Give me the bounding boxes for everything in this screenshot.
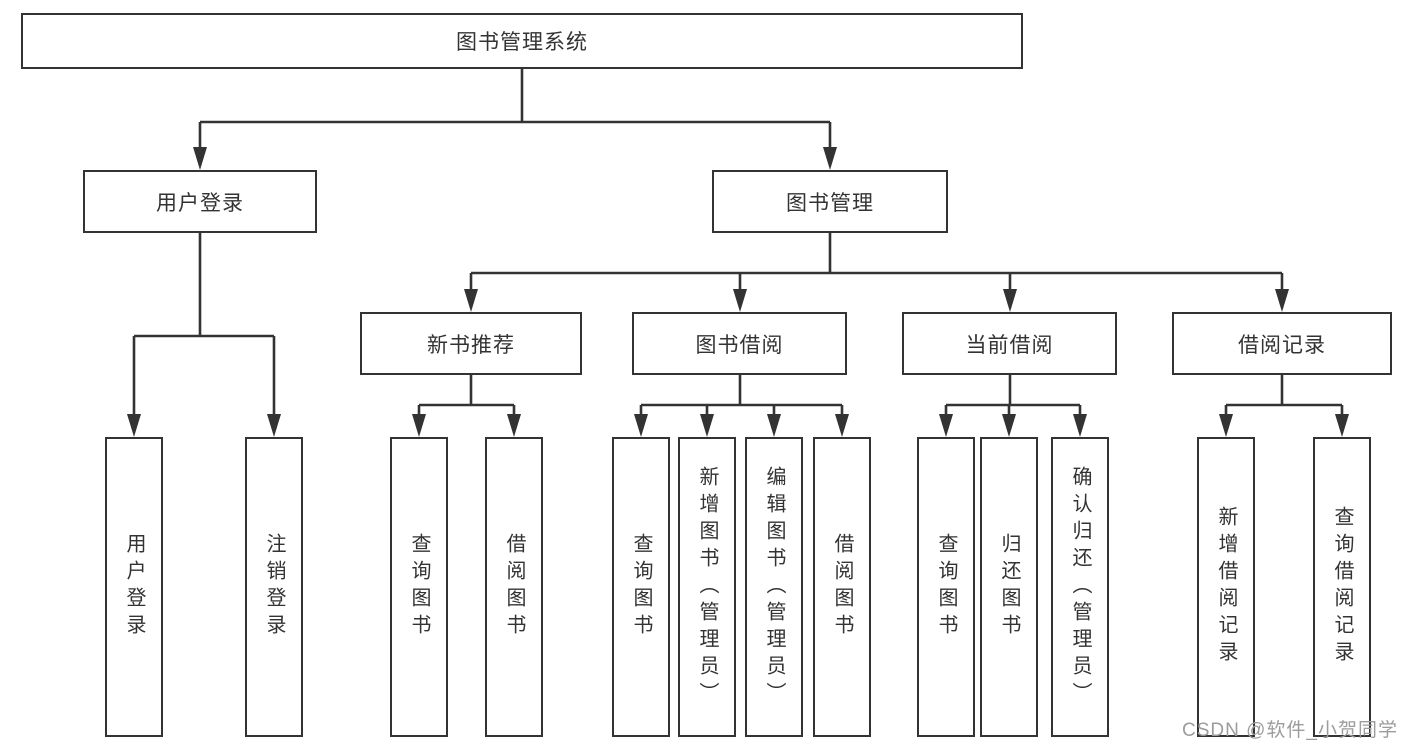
leaf-recommend-borrow-books: 借阅图书 [485,437,543,737]
leaf-confirm-return-admin: 确认归还（管理员） [1051,437,1109,737]
arrowhead-icon [267,414,281,437]
node-label: 注销登录 [263,533,285,641]
connector-lines [132,69,1344,417]
node-label: 查询借阅记录 [1331,506,1353,668]
watermark: CSDN @软件_小贺同学 [1182,720,1398,741]
leaf-add-books-admin: 新增图书（管理员） [678,437,736,737]
node-label: 用户登录 [156,191,244,215]
arrowhead-icon [127,414,141,437]
node-label: 图书借阅 [695,333,784,357]
leaf-logout: 注销登录 [245,437,303,737]
node-current-borrow: 当前借阅 [902,312,1117,375]
node-user-login: 用户登录 [83,170,317,233]
node-borrow-records: 借阅记录 [1172,312,1392,375]
leaf-recommend-query-books: 查询图书 [390,437,448,737]
arrowhead-icon [1219,414,1233,437]
leaf-borrow-query-books: 查询图书 [612,437,670,737]
arrowhead-icon [1073,414,1087,437]
leaf-user-login: 用户登录 [105,437,163,737]
arrowhead-icon [1275,289,1289,312]
arrowhead-icon [767,414,781,437]
node-book-management: 图书管理 [712,170,948,233]
leaf-edit-books-admin: 编辑图书（管理员） [745,437,803,737]
arrowhead-icon [1002,414,1016,437]
node-label: 当前借阅 [965,333,1054,357]
arrowhead-icon [700,414,714,437]
leaf-borrow-books: 借阅图书 [813,437,871,737]
arrowhead-icon [835,414,849,437]
arrowhead-icon [823,147,837,170]
leaf-add-borrow-record: 新增借阅记录 [1197,437,1255,737]
node-label: 查询图书 [935,533,957,641]
node-label: 借阅图书 [831,533,853,641]
leaf-return-books: 归还图书 [980,437,1038,737]
node-book-borrow: 图书借阅 [632,312,847,375]
node-label: 编辑图书（管理员） [763,465,785,709]
node-label: 确认归还（管理员） [1069,465,1091,709]
node-label: 用户登录 [123,533,145,641]
node-label: 新增图书（管理员） [696,465,718,709]
node-label: 借阅图书 [503,533,525,641]
node-label: 新书推荐 [427,333,515,357]
node-new-book-recommend: 新书推荐 [360,312,582,375]
arrowhead-icon [1003,289,1017,312]
arrowhead-icon [634,414,648,437]
node-root-system: 图书管理系统 [21,13,1023,69]
arrowhead-icon [1335,414,1349,437]
leaf-query-borrow-record: 查询借阅记录 [1313,437,1371,737]
arrowhead-icon [412,414,426,437]
node-label: 归还图书 [998,533,1020,641]
arrowhead-icon [464,289,478,312]
arrowheads [127,147,1349,437]
node-label: 借阅记录 [1238,333,1326,357]
arrowhead-icon [939,414,953,437]
node-label: 查询图书 [408,533,430,641]
node-label: 查询图书 [630,533,652,641]
arrowhead-icon [507,414,521,437]
arrowhead-icon [193,147,207,170]
node-label: 图书管理系统 [456,31,588,54]
node-label: 图书管理 [786,191,874,215]
leaf-current-query-books: 查询图书 [917,437,975,737]
node-label: 新增借阅记录 [1215,506,1237,668]
arrowhead-icon [733,289,747,312]
